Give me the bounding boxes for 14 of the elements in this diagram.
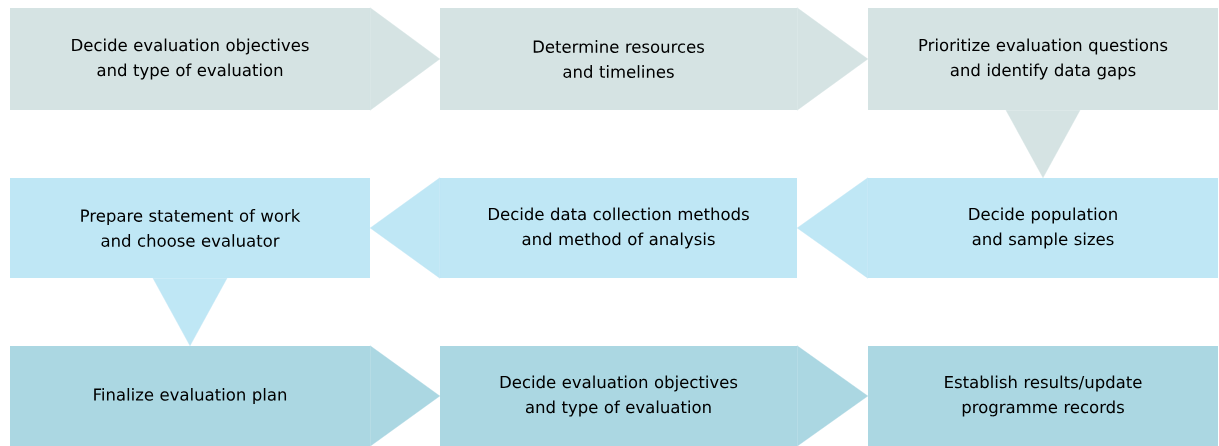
node-label: Decide evaluation objectives and type of evaluation (72, 38, 309, 80)
chevron-arrow (797, 345, 868, 446)
chevron-arrow (370, 7, 440, 111)
node-label: Determine resources and timelines (533, 40, 705, 78)
chevron-arrow (370, 345, 440, 446)
chevron-arrow (1005, 110, 1081, 178)
node-label: Decide evaluation objectives and type of evaluation (500, 375, 738, 417)
chevron-arrow (797, 177, 868, 279)
chevron-arrow (370, 177, 440, 279)
node-label: Decide data collection methods and method of analysis (488, 207, 749, 249)
chevron-arrow (152, 278, 228, 346)
node-label: Decide population and sample sizes (969, 207, 1117, 249)
node-label: Finalize evaluation plan (94, 388, 287, 404)
chevron-arrow (797, 7, 868, 111)
